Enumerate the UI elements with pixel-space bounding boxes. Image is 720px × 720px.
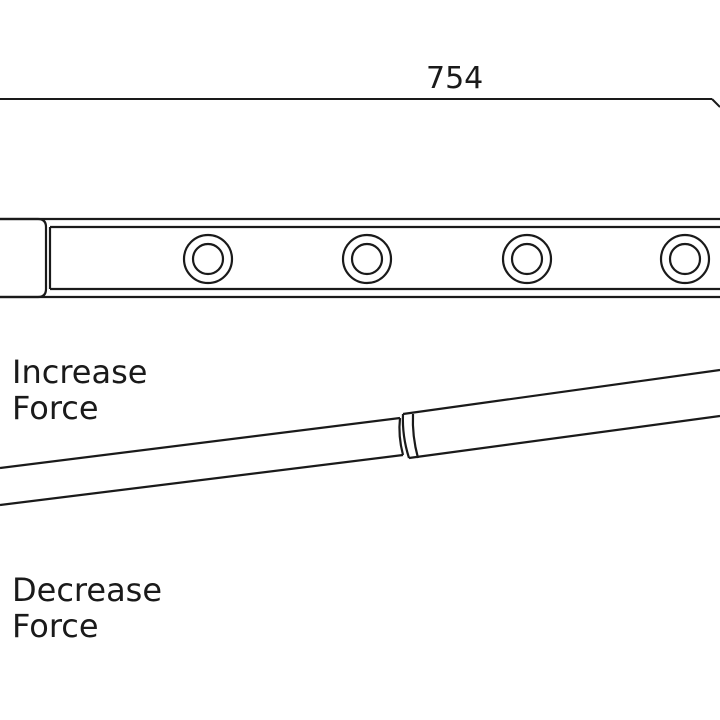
dimension-line <box>0 98 720 108</box>
strut-cylinder-top-edge <box>402 368 720 416</box>
strut-rod-top-edge <box>0 416 401 470</box>
strut-cylinder-collar <box>411 413 420 459</box>
mounting-rail <box>0 217 720 299</box>
dimension-value: 754 <box>426 61 484 96</box>
rail-end-cap <box>0 217 48 299</box>
strut-cylinder-end <box>401 413 411 459</box>
strut-rod-end <box>398 417 405 456</box>
mounting-hole <box>501 233 553 285</box>
increase-force-label: Increase Force <box>12 354 147 426</box>
mounting-hole <box>182 233 234 285</box>
decrease-force-label-line1: Decrease <box>12 571 163 609</box>
decrease-force-label: Decrease Force <box>12 572 162 644</box>
increase-force-label-line2: Force <box>12 389 99 427</box>
mounting-hole <box>341 233 393 285</box>
decrease-force-label-line2: Force <box>12 607 99 645</box>
strut-rod-bottom-edge <box>0 453 404 507</box>
force-strut <box>0 368 720 507</box>
increase-force-label-line1: Increase <box>12 353 148 391</box>
strut-cylinder-bottom-edge <box>408 414 720 460</box>
mounting-hole <box>659 233 711 285</box>
dimension-line-tick <box>711 98 720 108</box>
